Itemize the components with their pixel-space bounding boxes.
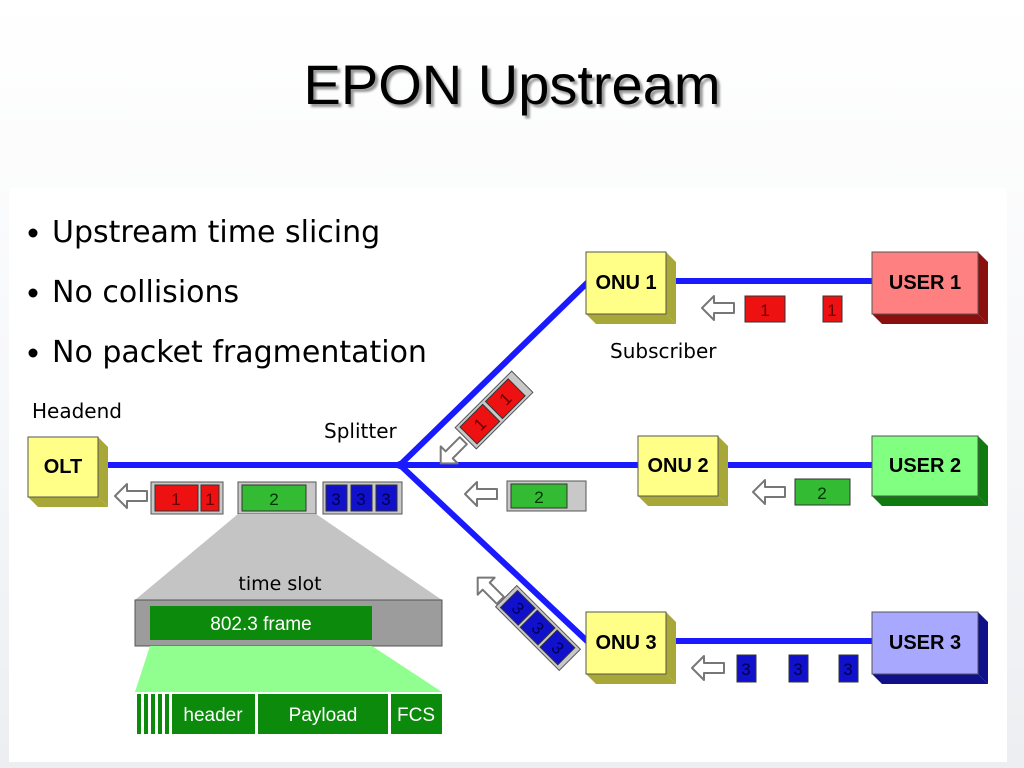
packet-blue	[519, 609, 556, 646]
onu1-diagonal-packets: 1 1	[454, 370, 534, 450]
packet-blue	[499, 589, 536, 626]
packet-label: 1	[205, 490, 214, 509]
packet-blue	[736, 654, 757, 683]
preamble-bar	[144, 694, 148, 734]
onu2-label: ONU 2	[647, 455, 708, 477]
packet-label: 3	[331, 490, 340, 509]
time-slot-label: time slot	[238, 573, 321, 595]
preamble-bar	[137, 694, 141, 734]
packet-green	[510, 483, 568, 509]
packet-red	[744, 295, 786, 323]
user3-packets: 3 3 3	[691, 654, 859, 683]
user3-label: USER 3	[889, 632, 961, 654]
bullet-list: Upstream time slicing No collisions No p…	[28, 215, 427, 370]
olt-node: OLT	[27, 436, 108, 507]
splitter-label: Splitter	[324, 419, 397, 443]
splitter-junction	[396, 461, 404, 469]
zoom-cone	[135, 514, 442, 600]
slide-title: EPON Upstream	[303, 53, 721, 116]
fiber-splitter-onu1	[397, 279, 591, 468]
packet-red	[822, 295, 843, 323]
bullet-dot	[28, 288, 38, 298]
packet-blue	[838, 654, 859, 683]
left-arrow-icon	[114, 483, 148, 509]
preamble-bar	[165, 694, 169, 734]
onu3-node: ONU 3	[585, 611, 676, 684]
olt-packet-stream: 1 1 2 3 3 3	[114, 481, 403, 515]
fiber-lines	[97, 278, 877, 645]
user2-label: USER 2	[889, 455, 961, 477]
bullet-3: No packet fragmentation	[52, 335, 427, 370]
packet-blue	[539, 629, 576, 666]
user2-node: USER 2	[871, 435, 988, 506]
diag-arrow-down-left-icon	[439, 436, 468, 465]
user2-packets: 2	[752, 478, 851, 506]
left-arrow-icon	[701, 295, 735, 321]
packet-label: 3	[843, 660, 852, 679]
fcs-field	[391, 694, 442, 734]
bullet-dot	[28, 348, 38, 358]
payload-label: Payload	[289, 705, 358, 726]
onu1-node: ONU 1	[585, 251, 676, 324]
onu3-diagonal-packets: 3 3 3	[494, 584, 582, 672]
packet-label: 1	[760, 301, 769, 320]
packet-red	[484, 378, 526, 420]
header-label: header	[183, 705, 243, 726]
preamble-bar	[151, 694, 155, 734]
fiber-splitter-onu3	[397, 462, 591, 645]
onu1-label: ONU 1	[595, 272, 656, 294]
header-field	[172, 694, 255, 734]
onu2-upstream-packet: 2	[464, 480, 587, 512]
onu2-node: ONU 2	[637, 435, 728, 506]
subscriber-label: Subscriber	[610, 339, 717, 363]
diag-arrow-up-left-icon	[476, 576, 505, 605]
packet-blue	[325, 484, 348, 512]
packet-blue	[350, 484, 373, 512]
left-arrow-icon	[464, 481, 498, 507]
packet-red	[200, 484, 220, 512]
bullet-1: Upstream time slicing	[52, 215, 380, 250]
bullet-2: No collisions	[52, 275, 239, 310]
frame-fields: header Payload FCS	[135, 692, 442, 736]
headend-label: Headend	[32, 399, 122, 423]
packet-label: 3	[356, 490, 365, 509]
packet-blue	[375, 484, 398, 512]
bullet-dot	[28, 228, 38, 238]
packet-blue	[788, 654, 809, 683]
packet-label: 2	[534, 488, 543, 507]
frame-label: 802.3 frame	[210, 614, 311, 635]
olt-label: OLT	[44, 456, 83, 478]
packet-label: 3	[793, 660, 802, 679]
packet-label: 1	[827, 301, 836, 320]
packet-green	[794, 478, 851, 506]
fcs-label: FCS	[397, 705, 435, 726]
left-arrow-icon	[752, 479, 786, 505]
user3-node: USER 3	[871, 611, 988, 684]
packet-label: 3	[381, 490, 390, 509]
user1-packets: 1 1	[701, 295, 843, 323]
packet-label: 1	[171, 490, 180, 509]
packet-red	[154, 484, 199, 512]
packet-label: 2	[817, 484, 826, 503]
packet-green	[241, 484, 307, 512]
preamble-bar	[158, 694, 162, 734]
left-arrow-icon	[691, 655, 725, 681]
user1-label: USER 1	[889, 272, 961, 294]
onu3-label: ONU 3	[595, 632, 656, 654]
time-slot-breakdown: time slot 802.3 frame header Payload FCS	[134, 514, 443, 736]
packet-label: 2	[269, 490, 278, 509]
user1-node: USER 1	[871, 251, 988, 324]
frame-box	[150, 606, 372, 640]
packet-label: 3	[741, 660, 750, 679]
frame-zoom-cone	[135, 646, 442, 692]
payload-field	[258, 694, 388, 734]
packet-red	[459, 403, 501, 445]
